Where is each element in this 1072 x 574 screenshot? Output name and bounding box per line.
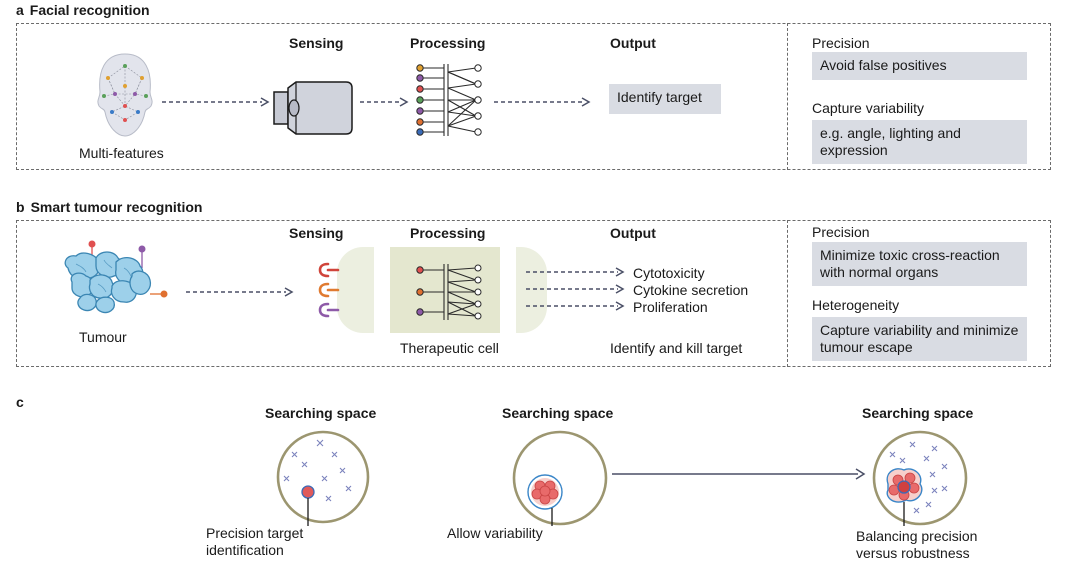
processing-header: Processing [410, 225, 486, 241]
cell-membrane-gap [374, 247, 390, 333]
cell-membrane-gap [500, 247, 516, 333]
side-b-box-2: Capture variability and minimize tumour … [812, 317, 1027, 361]
long-arrow-right [612, 468, 866, 480]
receptor-icons [318, 262, 340, 318]
panel-letter: a [16, 2, 24, 18]
output-header: Output [610, 225, 656, 241]
search-space-title-1: Searching space [265, 405, 377, 421]
side-b-box-1: Minimize toxic cross-reaction with norma… [812, 242, 1027, 286]
processing-header: Processing [410, 35, 486, 51]
side-a-heading-1: Precision [812, 35, 870, 51]
search-space-title-2: Searching space [502, 405, 614, 421]
neural-network-icon [416, 64, 482, 136]
caption-balancing: Balancing precision versus robustness [856, 528, 978, 561]
search-space-circle-2 [512, 430, 608, 526]
search-space-title-3: Searching space [862, 405, 974, 421]
output-header: Output [610, 35, 656, 51]
panel-a-divider [787, 23, 788, 170]
face-icon [97, 53, 153, 137]
camera-icon [273, 81, 353, 135]
side-b-heading-2: Heterogeneity [812, 297, 900, 313]
panel-b-divider [787, 220, 788, 367]
panel-letter: b [16, 199, 25, 215]
panel-b-label: b Smart tumour recognition [16, 199, 202, 215]
arrow-face-to-camera [162, 97, 270, 107]
side-a-heading-2: Capture variability [812, 100, 925, 116]
output-identify-kill: Identify and kill target [610, 340, 743, 356]
output-arrows [526, 267, 625, 311]
side-b-heading-1: Precision [812, 224, 870, 240]
sensing-header: Sensing [289, 35, 344, 51]
side-a-box-1: Avoid false positives [812, 52, 1027, 80]
panel-letter: c [16, 394, 24, 410]
panel-title: Facial recognition [29, 2, 150, 18]
face-label: Multi-features [79, 145, 164, 161]
panel-a-label: a Facial recognition [16, 2, 150, 18]
panel-c-label: c [16, 394, 30, 410]
therapeutic-cell-label: Therapeutic cell [400, 340, 499, 356]
side-a-box-2: e.g. angle, lighting and expression [812, 120, 1027, 164]
output-item-cytotoxicity: Cytotoxicity [633, 265, 705, 281]
sensing-header: Sensing [289, 225, 344, 241]
arrow-tumour-to-receptor [186, 287, 294, 297]
caption-allow-variability: Allow variability [447, 525, 543, 541]
panel-a-frame [16, 23, 1051, 170]
output-item-proliferation: Proliferation [633, 299, 708, 315]
panel-title: Smart tumour recognition [30, 199, 203, 215]
caption-precision-target: Precision target identification [206, 525, 304, 558]
output-identify-target: Identify target [609, 84, 721, 114]
search-space-circle-1 [276, 430, 370, 526]
cell-core [390, 247, 500, 333]
output-item-cytokine: Cytokine secretion [633, 282, 749, 298]
neural-network-icon [416, 264, 482, 320]
arrow-network-to-output [494, 97, 591, 107]
tumour-label: Tumour [79, 329, 127, 345]
arrow-camera-to-network [360, 97, 409, 107]
panel-b-frame [16, 220, 1051, 367]
search-space-circle-3 [872, 430, 968, 526]
tumour-icon [64, 240, 168, 314]
